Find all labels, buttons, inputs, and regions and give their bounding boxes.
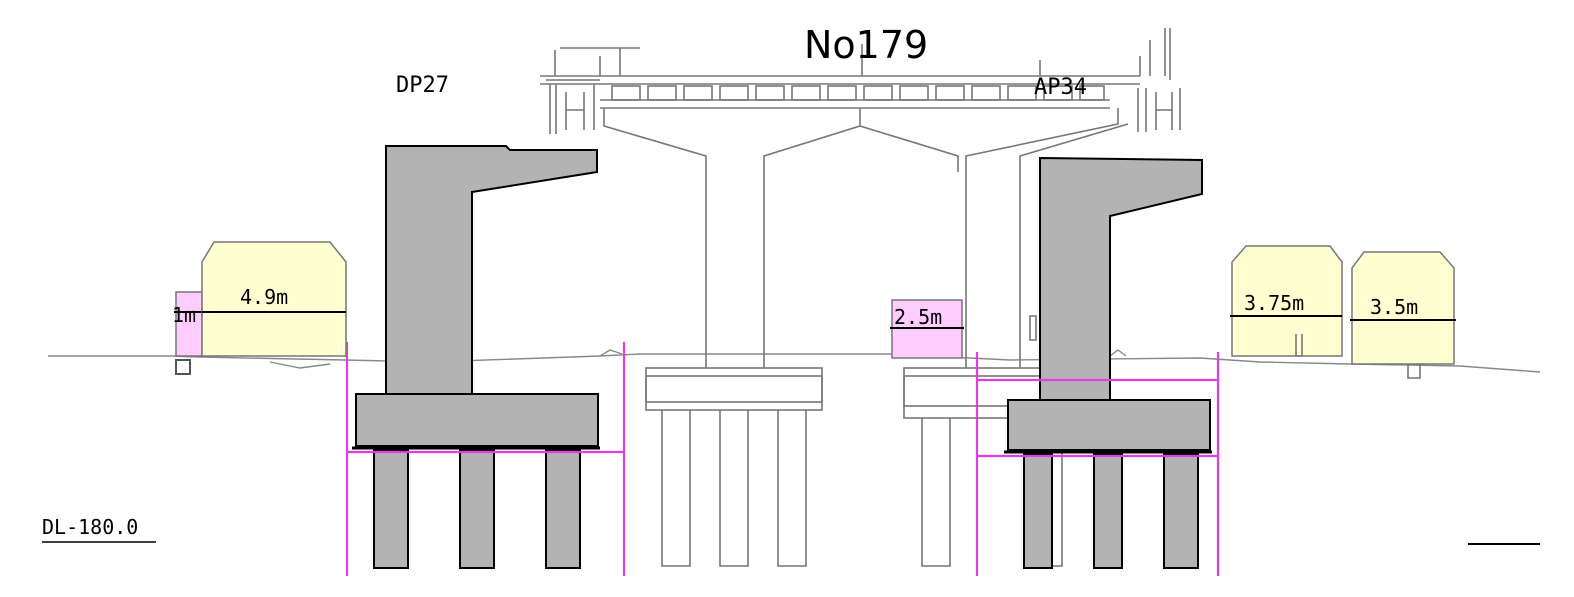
pier-ap34-piles	[1023, 453, 1199, 569]
pier-label-ap34: AP34	[1034, 75, 1087, 100]
pier-ap34	[1004, 156, 1212, 569]
datum-level: DL-180.0	[42, 515, 1540, 545]
clearance-right-2-label: 3.5m	[1370, 295, 1418, 319]
clearance-center: 2.5m	[890, 299, 964, 359]
clearance-right-1-label: 3.75m	[1244, 291, 1304, 315]
pier-dp27	[352, 145, 600, 569]
excavation-lines	[345, 342, 1220, 576]
clearance-center-label: 2.5m	[894, 305, 942, 329]
diagram-title: No179	[804, 23, 928, 67]
clearance-left-large-label: 4.9m	[240, 285, 288, 309]
deck-cells	[611, 85, 1105, 101]
clearance-left-large: 4.9m	[201, 241, 347, 357]
clearance-left-small-label: 1m	[172, 303, 196, 327]
clearance-right-2: 3.5m	[1350, 251, 1456, 379]
clearance-right-1: 3.75m	[1230, 245, 1343, 357]
pier-dp27-piles	[373, 449, 581, 569]
pier-label-dp27: DP27	[396, 73, 449, 98]
datum-label: DL-180.0	[42, 515, 138, 539]
clearance-left-small: 1m	[172, 291, 205, 357]
